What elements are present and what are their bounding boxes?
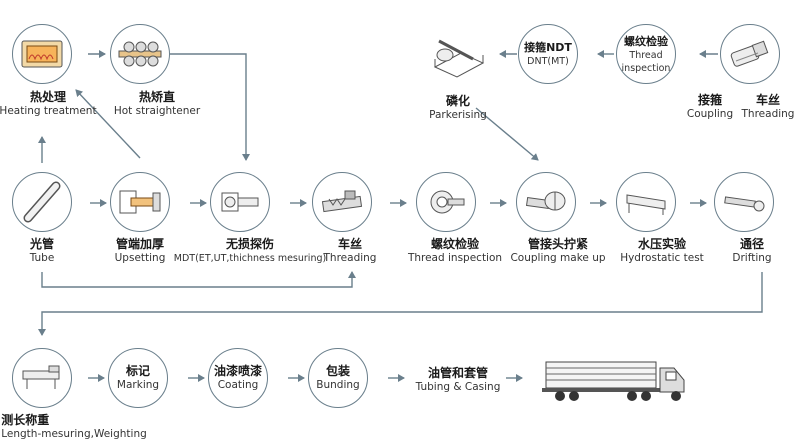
label-marking-cn: 标记 xyxy=(125,364,150,378)
step-parkerising xyxy=(428,28,488,88)
label-hydrostatic-cn: 水压实验 xyxy=(637,237,686,251)
label-coating-cn: 油漆喷漆 xyxy=(213,364,262,378)
step-straightener xyxy=(110,24,170,84)
label-drifting: 通径 Drifting xyxy=(732,237,771,265)
label-upsetting-cn: 管端加厚 xyxy=(115,237,165,251)
step-threading xyxy=(312,172,372,232)
lathe-icon xyxy=(321,190,363,213)
arrow-upsetting-to-heating xyxy=(75,89,141,159)
arrow-tube-bypass-to-threading xyxy=(41,271,356,288)
label-upsetting-en: Upsetting xyxy=(114,252,166,264)
furnace-icon xyxy=(21,40,63,68)
label-marking-en: Marking xyxy=(116,379,160,391)
label-heating: 热处理 Heating treatment xyxy=(0,90,97,118)
label-threading-en: Threading xyxy=(323,252,377,264)
label-tube: 光管 Tube xyxy=(30,237,55,265)
label-drifting-cn: 通径 xyxy=(739,237,764,251)
label-ndt-en: MDT(ET,UT,thichness mesuring) xyxy=(173,253,327,264)
label-threading-top-en: Threading xyxy=(741,108,795,120)
label-thread-insp-top-en: Thread inspection xyxy=(621,49,671,74)
label-threading-cn: 车丝 xyxy=(337,237,363,251)
rollers-icon xyxy=(118,41,162,67)
coupling-icon xyxy=(730,40,769,67)
ndt-probe-icon xyxy=(221,192,259,212)
label-final-en: Tubing & Casing xyxy=(415,381,501,393)
label-parkerising-cn: 磷化 xyxy=(445,94,471,108)
label-threading-top-cn: 车丝 xyxy=(755,93,781,107)
label-drifting-en: Drifting xyxy=(732,252,772,264)
upset-die-icon xyxy=(119,190,161,214)
dip-tank-icon xyxy=(433,39,485,78)
label-tube-en: Tube xyxy=(29,252,55,264)
label-thread-insp-top-cn: 螺纹检验 xyxy=(624,34,668,48)
label-ndt-coupling-en: DNT(MT) xyxy=(527,56,569,67)
arrow-straightener-to-ndt xyxy=(170,53,250,161)
pressure-bench-icon xyxy=(626,194,666,215)
label-heating-cn: 热处理 xyxy=(29,90,66,104)
step-marking: 标记 Marking xyxy=(108,348,168,408)
arrow-parkerising-to-makeup xyxy=(475,107,539,161)
step-coupling-make-up xyxy=(516,172,576,232)
thread-gauge-icon xyxy=(430,190,465,214)
step-drifting xyxy=(714,172,774,232)
label-parkerising-en: Parkerising xyxy=(429,109,487,121)
label-tube-cn: 光管 xyxy=(29,237,55,251)
step-thread-inspection-top: 螺纹检验 Thread inspection xyxy=(616,24,676,84)
label-bunding-cn: 包装 xyxy=(325,364,350,378)
step-coupling-threading xyxy=(720,24,780,84)
label-coupling-make-up: 管接头拧紧 Coupling make up xyxy=(510,237,605,265)
label-length-weighting: 测长称重 Length-mesuring,Weighting xyxy=(1,413,147,441)
label-final-cn: 油管和套管 xyxy=(427,366,488,380)
step-thread-inspection xyxy=(416,172,476,232)
label-coupling-en: Coupling xyxy=(686,108,734,120)
drift-mandrel-icon xyxy=(724,196,765,212)
step-tube xyxy=(12,172,72,232)
step-coating: 油漆喷漆 Coating xyxy=(208,348,268,408)
step-hydrostatic xyxy=(616,172,676,232)
label-coupling-makeup-cn: 管接头拧紧 xyxy=(527,237,588,251)
label-coupling-makeup-en: Coupling make up xyxy=(510,252,606,264)
label-ndt-cn: 无损探伤 xyxy=(225,237,275,251)
label-heating-en: Heating treatment xyxy=(0,105,97,117)
label-coupling-cn: 接箍 xyxy=(697,93,723,107)
truck-icon xyxy=(542,361,685,401)
label-thread-insp-cn: 螺纹检验 xyxy=(430,237,480,251)
label-thread-insp-en: Thread inspection xyxy=(407,252,503,264)
label-ndt: 无损探伤 MDT(ET,UT,thichness mesuring) xyxy=(174,237,326,265)
label-length-en: Length-mesuring,Weighting xyxy=(1,428,147,440)
label-length-cn: 测长称重 xyxy=(1,413,50,427)
label-coating-en: Coating xyxy=(217,379,259,391)
label-hydrostatic: 水压实验 Hydrostatic test xyxy=(620,237,704,265)
label-threading-top: 车丝 Threading xyxy=(742,93,795,121)
label-hydrostatic-en: Hydrostatic test xyxy=(620,252,704,264)
label-parkerising: 磷化 Parkerising xyxy=(429,94,487,122)
label-straightener: 热矫直 Hot straightener xyxy=(114,90,200,118)
scale-icon xyxy=(22,365,60,389)
label-tubing-casing: 油管和套管 Tubing & Casing xyxy=(416,366,501,394)
tong-icon xyxy=(525,191,566,211)
step-ndt-coupling: 接箍NDT DNT(MT) xyxy=(518,24,578,84)
tube-icon xyxy=(23,181,61,223)
label-upsetting: 管端加厚 Upsetting xyxy=(115,237,166,265)
step-heating xyxy=(12,24,72,84)
label-ndt-coupling-cn: 接箍NDT xyxy=(524,41,572,54)
step-length-weighting xyxy=(12,348,72,408)
step-bunding: 包装 Bunding xyxy=(308,348,368,408)
label-coupling: 接箍 Coupling xyxy=(687,93,733,121)
label-threading: 车丝 Threading xyxy=(324,237,377,265)
step-ndt xyxy=(210,172,270,232)
label-bunding-en: Bunding xyxy=(316,379,360,391)
step-upsetting xyxy=(110,172,170,232)
label-straightener-cn: 热矫直 xyxy=(138,90,176,104)
label-straightener-en: Hot straightener xyxy=(113,105,201,117)
arrow-drifting-to-length xyxy=(38,272,763,336)
label-thread-inspection: 螺纹检验 Thread inspection xyxy=(408,237,502,265)
